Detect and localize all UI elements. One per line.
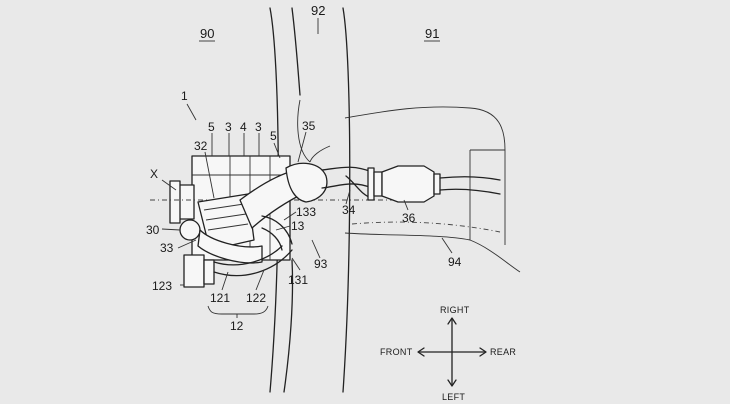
label-12: 12 xyxy=(230,319,244,333)
direction-left: LEFT xyxy=(442,392,465,402)
direction-front: FRONT xyxy=(380,347,413,357)
label-30: 30 xyxy=(146,223,160,237)
label-91: 91 xyxy=(425,26,439,41)
direction-rear: REAR xyxy=(490,347,516,357)
label-1: 1 xyxy=(181,89,188,103)
label-131: 131 xyxy=(288,273,308,287)
label-36: 36 xyxy=(402,211,416,225)
label-93: 93 xyxy=(314,257,328,271)
label-94: 94 xyxy=(448,255,462,269)
label-34: 34 xyxy=(342,203,356,217)
label-5b: 5 xyxy=(270,129,277,143)
label-32: 32 xyxy=(194,139,208,153)
exhaust-pipe xyxy=(321,165,501,203)
turbocharger xyxy=(197,162,328,264)
label-123: 123 xyxy=(152,279,172,293)
label-13: 13 xyxy=(291,219,305,233)
direction-indicator xyxy=(417,317,487,387)
floor-tunnel xyxy=(344,106,521,273)
label-33: 33 xyxy=(160,241,174,255)
label-4: 4 xyxy=(240,120,247,134)
label-92: 92 xyxy=(311,3,325,18)
label-x: X xyxy=(150,167,158,181)
label-90: 90 xyxy=(200,26,214,41)
label-3b: 3 xyxy=(255,120,262,134)
direction-right: RIGHT xyxy=(440,305,470,315)
label-35: 35 xyxy=(302,119,316,133)
leader-lines xyxy=(161,18,453,318)
label-5a: 5 xyxy=(208,120,215,134)
label-3a: 3 xyxy=(225,120,232,134)
label-121: 121 xyxy=(210,291,230,305)
label-122: 122 xyxy=(246,291,266,305)
label-133: 133 xyxy=(296,205,316,219)
exhaust-manifold xyxy=(213,215,293,277)
